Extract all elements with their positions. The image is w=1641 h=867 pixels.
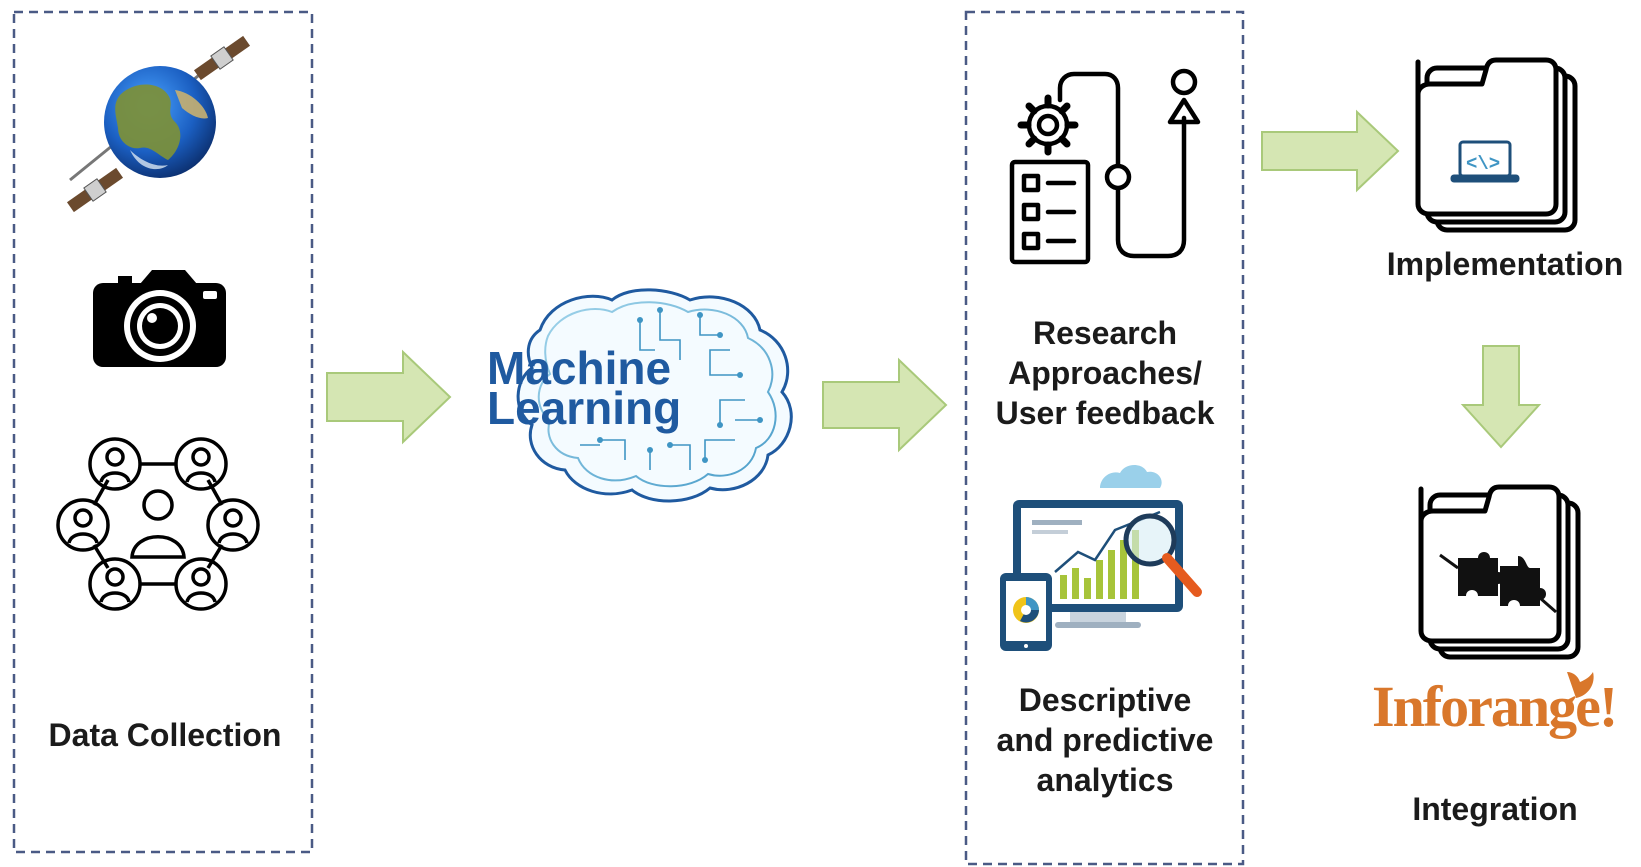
code-symbol: <\> bbox=[1466, 153, 1500, 175]
data-collection-label: Data Collection bbox=[48, 717, 282, 753]
analytics-dashboard-icon bbox=[1000, 464, 1202, 651]
research-label-line: Approaches/ bbox=[1008, 355, 1202, 391]
implementation-label: Implementation bbox=[1386, 246, 1624, 282]
analytics-label: Descriptive and predictive analytics bbox=[965, 680, 1245, 800]
arrow-right-2 bbox=[822, 357, 948, 453]
research-approaches-label: Research Approaches/ User feedback bbox=[965, 313, 1245, 433]
puzzle-folder-icon bbox=[1418, 484, 1581, 660]
people-network-icon bbox=[56, 437, 260, 611]
ml-text-line1: Machine bbox=[487, 342, 671, 394]
inforange-logo: Inforange! bbox=[1372, 672, 1618, 739]
code-folder-icon: <\> bbox=[1415, 57, 1578, 233]
research-workflow-icon bbox=[1009, 68, 1201, 265]
brand-text: Inforange! bbox=[1372, 674, 1616, 739]
integration-label: Integration bbox=[1412, 791, 1578, 827]
analytics-label-line: Descriptive bbox=[1018, 682, 1192, 718]
machine-learning-brain-icon: Machine Learning bbox=[487, 288, 793, 503]
analytics-label-line: analytics bbox=[1036, 762, 1174, 798]
arrow-right-3 bbox=[1261, 109, 1400, 193]
analytics-label-line: and predictive bbox=[996, 722, 1214, 758]
camera-icon bbox=[93, 270, 226, 367]
research-label-line: User feedback bbox=[995, 395, 1215, 431]
arrow-down bbox=[1460, 345, 1542, 449]
research-analytics-container bbox=[964, 10, 1245, 866]
satellite-globe-icon bbox=[66, 35, 251, 213]
research-label-line: Research bbox=[1032, 315, 1178, 351]
arrow-right-1 bbox=[326, 349, 452, 445]
ml-text-line2: Learning bbox=[487, 382, 681, 434]
